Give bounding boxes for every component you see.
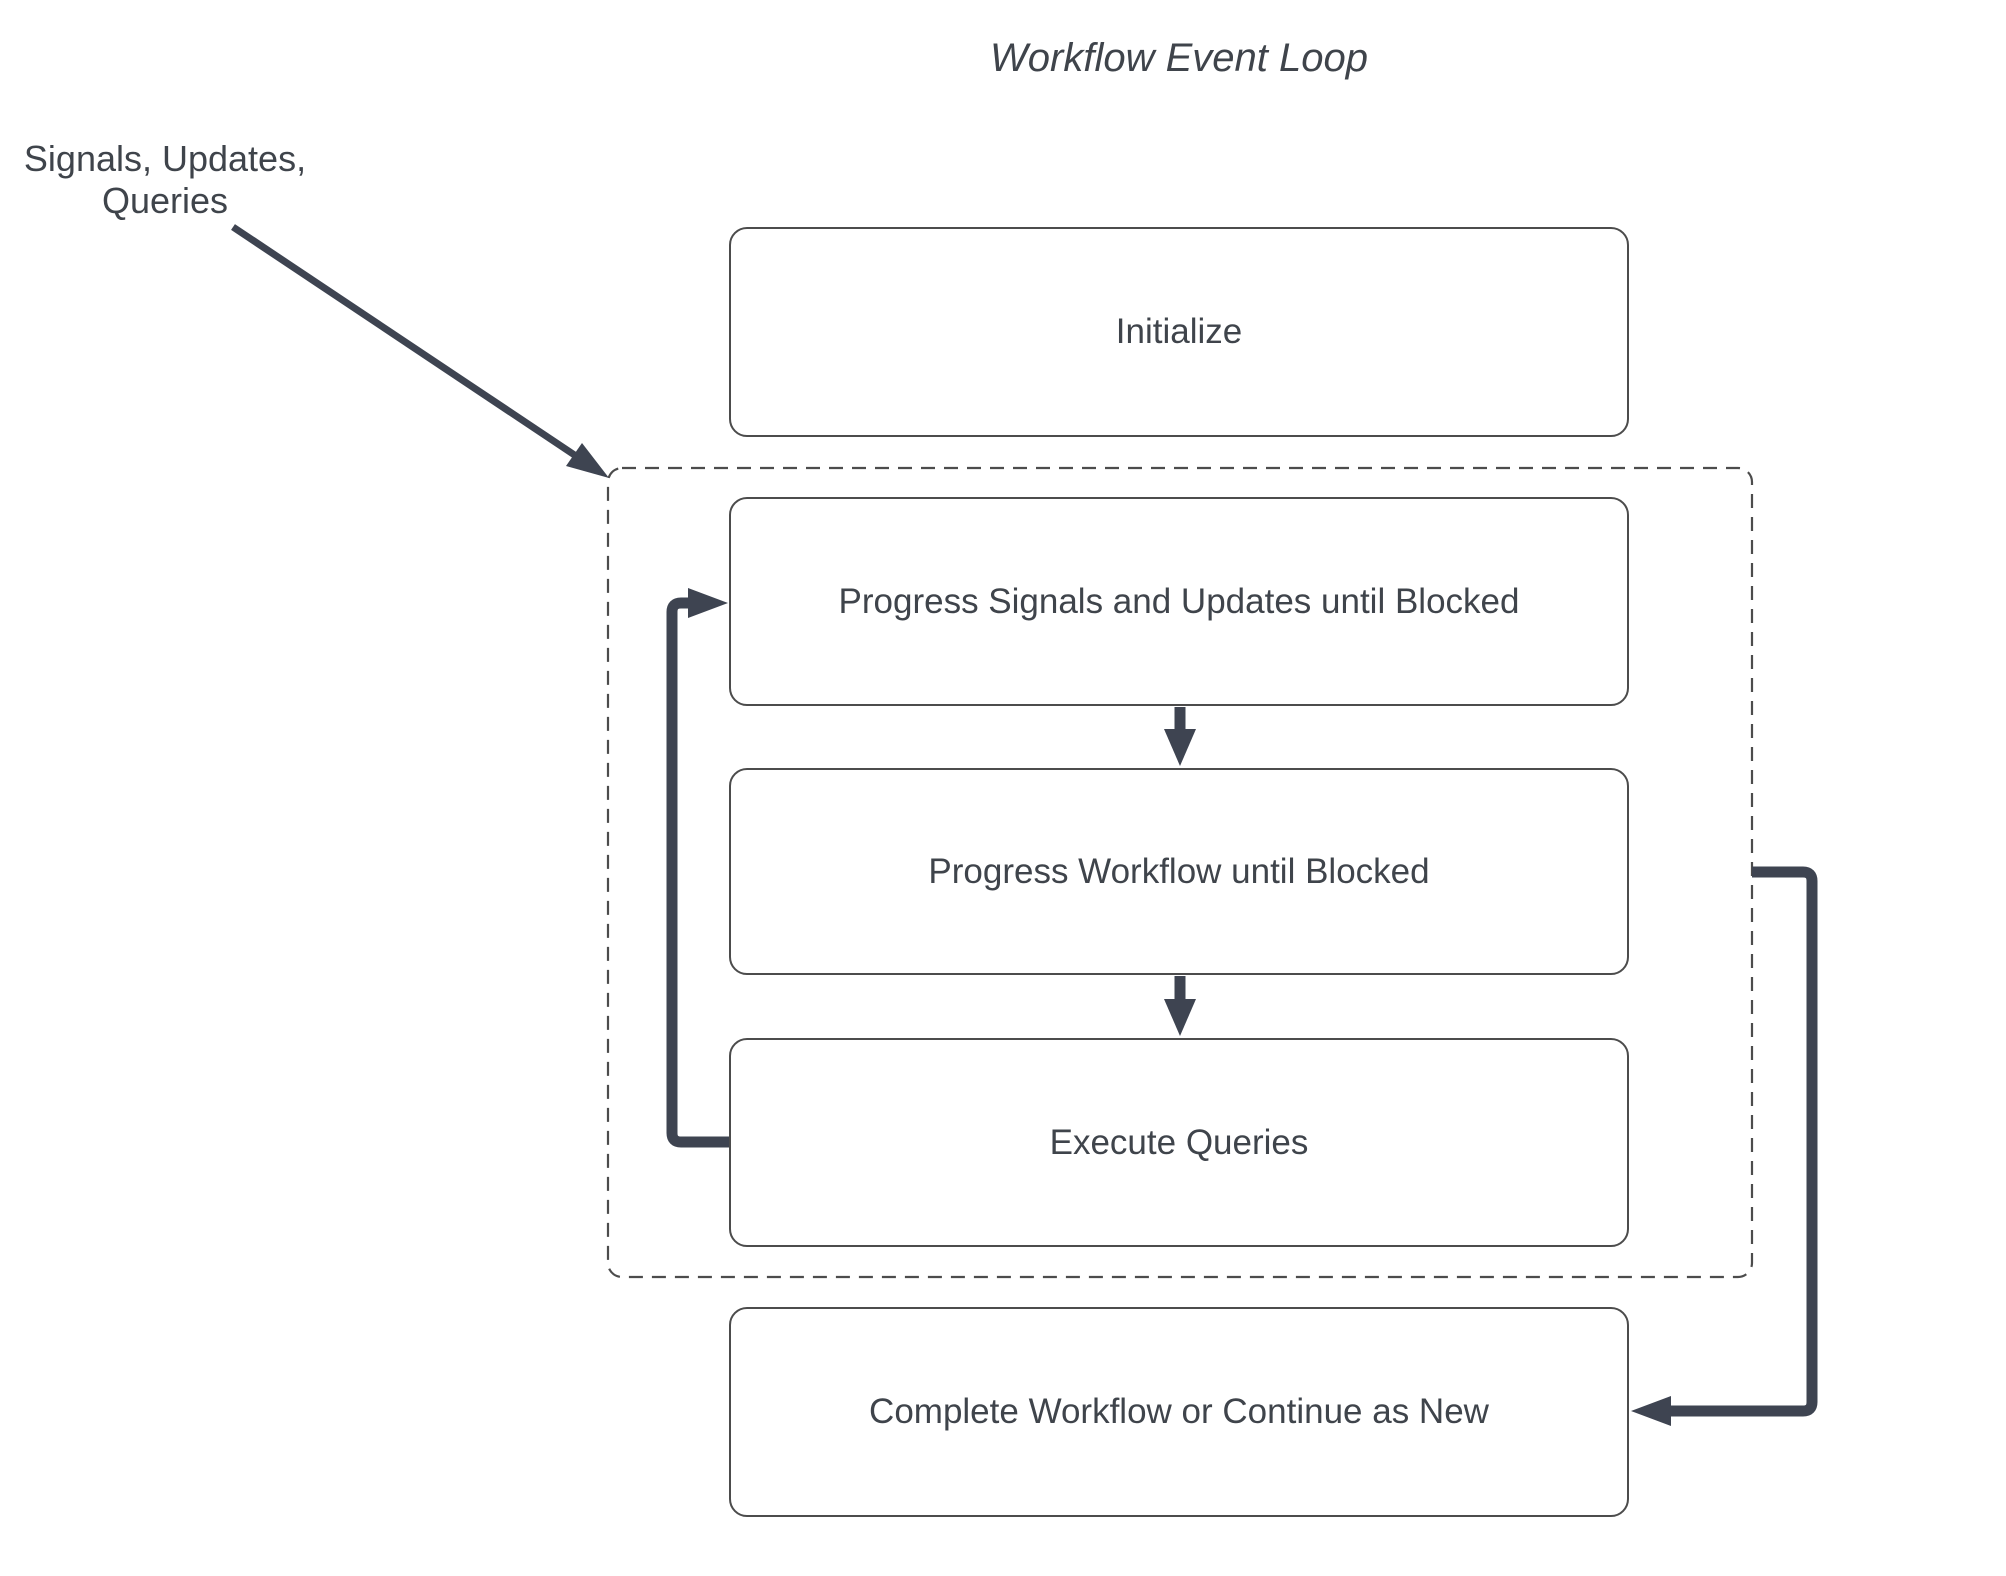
loop-to-complete-arrow-line bbox=[1670, 866, 1818, 1417]
external-events-arrow-line bbox=[231, 224, 578, 459]
node-progress-signals-label: Progress Signals and Updates until Block… bbox=[838, 581, 1520, 621]
node-initialize-label: Initialize bbox=[1115, 312, 1243, 351]
node-execute-queries: Execute Queries bbox=[729, 1038, 1629, 1247]
external-events-arrowhead bbox=[566, 443, 609, 478]
diagram-title: Workflow Event Loop bbox=[990, 36, 1368, 80]
node-complete-workflow: Complete Workflow or Continue as New bbox=[729, 1307, 1629, 1517]
node-progress-workflow-label: Progress Workflow until Blocked bbox=[928, 851, 1430, 891]
queries-loop-arrow-line bbox=[666, 597, 730, 1148]
signals-to-workflow-arrowhead bbox=[1164, 729, 1196, 766]
node-progress-signals-and-updates: Progress Signals and Updates until Block… bbox=[729, 497, 1629, 706]
node-complete-workflow-label: Complete Workflow or Continue as New bbox=[869, 1392, 1489, 1431]
node-progress-workflow: Progress Workflow until Blocked bbox=[729, 768, 1629, 975]
node-execute-queries-label: Execute Queries bbox=[1049, 1122, 1309, 1162]
queries-loop-arrowhead bbox=[688, 588, 728, 618]
loop-to-complete-arrowhead bbox=[1631, 1396, 1671, 1426]
signals-updates-queries-label: Signals, Updates, Queries bbox=[23, 138, 307, 221]
node-initialize: Initialize bbox=[729, 227, 1629, 437]
workflow-to-queries-arrowhead bbox=[1164, 999, 1196, 1036]
